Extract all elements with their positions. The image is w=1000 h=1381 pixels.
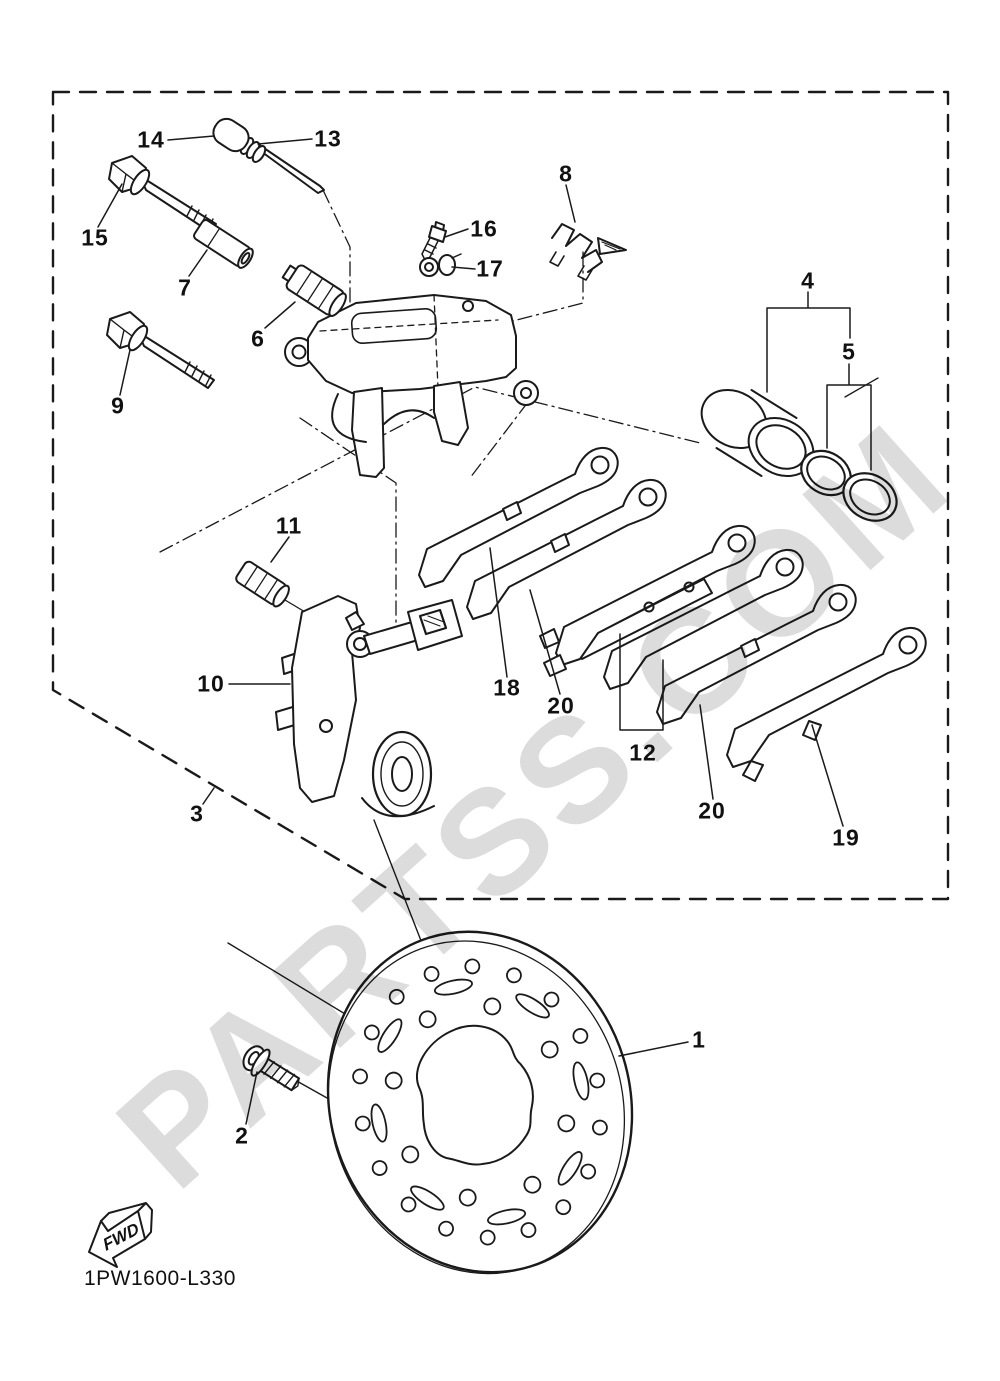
disc-hole — [506, 967, 522, 984]
part-label-7: 7 — [178, 274, 192, 301]
disc-slot — [557, 1151, 583, 1186]
disc-slot — [487, 1208, 527, 1226]
flange-bolt-9 — [106, 311, 215, 389]
pad-shim-20-right — [656, 583, 857, 725]
disc-hole — [458, 1188, 477, 1207]
boot-6 — [281, 264, 347, 317]
part-label-9: 9 — [111, 392, 125, 419]
caliper-right-ear — [513, 380, 539, 406]
disc-hole — [589, 1072, 606, 1089]
disc-hole — [371, 1160, 388, 1176]
bleed-screw-16 — [421, 221, 447, 261]
boot-11 — [235, 560, 290, 608]
disc-hole — [580, 1163, 597, 1180]
part-label-11: 11 — [275, 512, 303, 539]
disc-hole — [557, 1114, 576, 1133]
pad-spring-8 — [549, 223, 627, 281]
dust-seal — [842, 472, 898, 522]
disc-hole — [400, 1196, 417, 1213]
disc-slot — [433, 978, 473, 996]
caliper-right-leg — [433, 381, 469, 446]
caliper-left-leg — [351, 387, 385, 478]
part-label-15: 15 — [81, 224, 109, 251]
piston — [700, 388, 815, 478]
part-label-6: 6 — [251, 325, 265, 352]
disc-holes — [352, 958, 608, 1246]
disc-slot — [572, 1061, 590, 1101]
part-label-2: 2 — [235, 1122, 249, 1149]
fwd-arrow: FWD — [88, 1202, 153, 1268]
collar-7 — [193, 219, 254, 269]
disc-hole — [483, 997, 502, 1016]
disc-hole — [464, 958, 481, 975]
disc-hole — [352, 1068, 368, 1085]
brake-pad-19 — [726, 626, 927, 782]
part-label-10: 10 — [197, 670, 225, 697]
part-label-14: 14 — [137, 126, 165, 153]
disc-hole — [388, 988, 405, 1005]
part-label-20-right: 20 — [698, 797, 726, 824]
disc-bolt — [242, 1045, 301, 1092]
part-label-5: 5 — [842, 338, 856, 365]
brake-pad-12 — [539, 524, 804, 690]
part-label-13: 13 — [314, 125, 342, 152]
part-label-12: 12 — [629, 739, 657, 766]
part-label-4: 4 — [801, 267, 815, 294]
brake-disc — [326, 930, 634, 1275]
disc-slot — [410, 1185, 445, 1211]
disc-hole — [418, 1010, 437, 1029]
disc-slot — [370, 1103, 388, 1143]
projection-corner-line — [844, 377, 879, 398]
caliper-body — [284, 294, 539, 478]
nipple-cap-17 — [419, 253, 462, 277]
disc-hole — [384, 1071, 403, 1090]
disc-slot — [377, 1018, 403, 1053]
part-label-18: 18 — [493, 674, 521, 701]
part-label-1: 1 — [692, 1026, 706, 1053]
pad-pin-13 — [239, 137, 325, 194]
disc-hole — [354, 1115, 371, 1132]
pad-shim-20-left — [466, 478, 667, 620]
part-label-3: 3 — [190, 800, 204, 827]
part-label-8: 8 — [559, 160, 573, 187]
part-label-19: 19 — [832, 824, 860, 851]
disc-hole — [479, 1229, 496, 1246]
part-label-20-left: 20 — [547, 692, 575, 719]
disc-hole — [572, 1028, 589, 1044]
disc-hole — [543, 991, 560, 1008]
pad-shim-18 — [418, 446, 619, 588]
disc-hole — [592, 1119, 608, 1136]
part-label-16: 16 — [470, 215, 498, 242]
pin-plug-14 — [212, 117, 250, 153]
disc-hole — [520, 1222, 537, 1238]
leader-lines — [97, 135, 872, 1125]
flange-bolt-15 — [108, 155, 217, 233]
disc-hole — [363, 1024, 380, 1041]
disc-hole — [540, 1040, 559, 1059]
disc-center-hole — [416, 1024, 534, 1166]
assembly-axis-lines — [159, 189, 701, 641]
mounting-bracket — [275, 595, 463, 818]
banjo-hole — [462, 300, 474, 312]
part-label-17: 17 — [476, 255, 504, 282]
disc-slot — [515, 993, 550, 1019]
dashed-boundary-box — [51, 90, 950, 901]
disc-hole — [401, 1145, 420, 1164]
disc-hole — [523, 1175, 542, 1194]
disc-hole — [423, 966, 440, 982]
piston-seal — [800, 449, 852, 497]
disc-hole — [555, 1199, 572, 1216]
drawing-code: 1PW1600-L330 — [84, 1267, 236, 1290]
disc-hole — [438, 1220, 454, 1237]
